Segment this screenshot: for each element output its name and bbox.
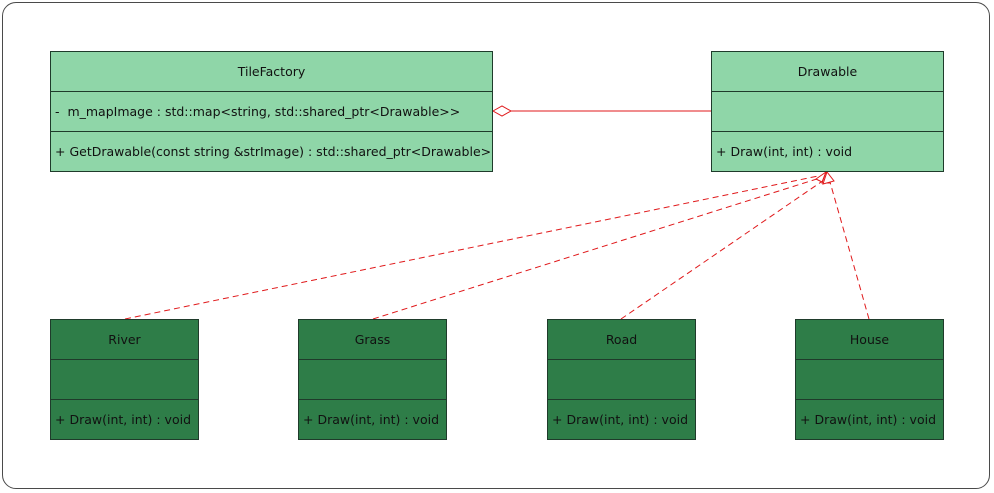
class-operation: + Draw(int, int) : void (55, 412, 191, 427)
class-operation: + Draw(int, int) : void (800, 412, 936, 427)
class-attribute (51, 360, 198, 400)
realization-line-river[interactable] (124, 175, 819, 320)
class-name: TileFactory (51, 52, 492, 92)
class-operation: + Draw(int, int) : void (716, 144, 852, 159)
class-name: House (796, 320, 943, 360)
class-operation: + Draw(int, int) : void (552, 412, 688, 427)
realization-line-house[interactable] (829, 181, 870, 320)
class-house[interactable]: House + Draw(int, int) : void (795, 319, 944, 440)
class-name: Grass (299, 320, 446, 360)
class-name: River (51, 320, 198, 360)
class-attribute (299, 360, 446, 400)
class-attribute: - m_mapImage : std::map<string, std::sha… (51, 92, 492, 132)
aggregation-diamond-icon (491, 105, 513, 117)
class-name: Road (548, 320, 695, 360)
realization-arrowhead-icon (822, 170, 835, 185)
class-grass[interactable]: Grass + Draw(int, int) : void (298, 319, 447, 440)
class-drawable[interactable]: Drawable + Draw(int, int) : void (711, 51, 944, 172)
class-river[interactable]: River + Draw(int, int) : void (50, 319, 199, 440)
class-road[interactable]: Road + Draw(int, int) : void (547, 319, 696, 440)
class-operation: + Draw(int, int) : void (303, 412, 439, 427)
class-attribute (796, 360, 943, 400)
realization-line-road[interactable] (620, 179, 825, 320)
class-operation: + GetDrawable(const string &strImage) : … (55, 144, 492, 159)
class-attribute (712, 92, 943, 132)
class-tilefactory[interactable]: TileFactory - m_mapImage : std::map<stri… (50, 51, 493, 172)
realization-line-grass[interactable] (372, 177, 821, 320)
class-name: Drawable (712, 52, 943, 92)
class-attribute (548, 360, 695, 400)
